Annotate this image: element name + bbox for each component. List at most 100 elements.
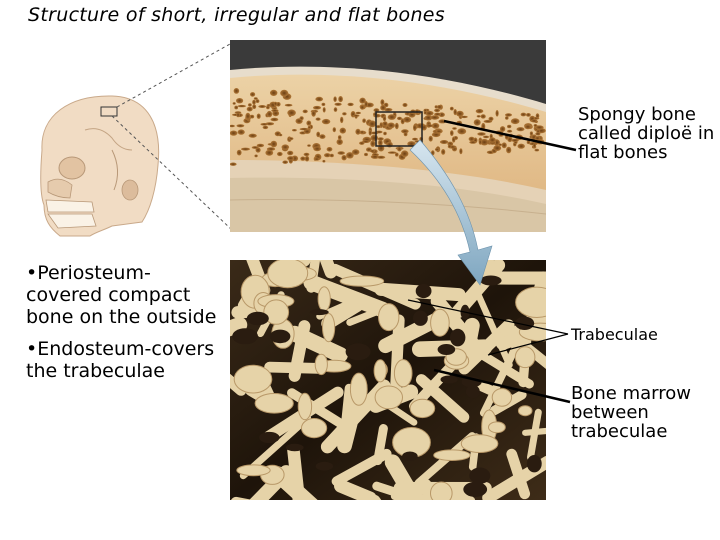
bone-pore [355,111,361,115]
bone-pore [252,104,257,109]
bone-pore [248,103,252,107]
trabecula-strut [367,494,382,500]
bone-pore [313,146,322,152]
bone-pore [332,127,336,133]
bone-pore [382,115,387,122]
bone-section-photo [230,40,546,232]
bone-pore [324,153,331,158]
bone-pore [254,154,258,158]
bone-pore [447,144,452,149]
bone-pore [460,115,468,119]
bone-pore [453,109,457,116]
trabecula-strut [334,479,377,500]
bone-pore [510,118,520,125]
bone-pore [251,146,259,149]
trabecula-strut [319,260,337,279]
bone-pore [337,151,345,155]
trabecula-strut [373,424,388,466]
bone-pore [435,129,443,133]
zoom-line-top [116,43,231,108]
bone-pore [359,97,366,104]
bone-pore [507,124,512,129]
bone-pore [255,99,260,103]
bone-pore [360,104,365,110]
trabecula-node [373,359,387,383]
bone-pore [236,149,242,156]
trabecula-node [297,392,313,421]
bone-pore [236,98,244,104]
bone-pore [352,114,360,117]
bone-pore [280,89,289,97]
bone-pore [355,128,361,135]
bone-pore [352,149,360,155]
bone-pore [520,112,527,117]
bone-pore [342,112,347,116]
bone-pore [256,113,261,119]
bone-pore [359,141,365,145]
bone-pore [299,116,304,121]
bone-pore [333,107,338,112]
trabecula-node [378,303,400,332]
bone-pore [524,124,532,130]
bone-pore [307,144,311,147]
bone-pore [271,109,279,113]
trabecula-node [393,359,413,388]
bone-pore [364,152,368,157]
bone-pore [315,117,321,121]
bone-pore [394,122,399,130]
zoom-arrow [409,139,493,286]
bone-pore [278,133,283,137]
bone-pore [347,102,354,107]
bone-pore [473,119,481,126]
bone-pore [412,137,418,141]
bone-pore [439,140,449,144]
bone-pore [376,155,386,159]
bone-pore [431,132,441,138]
bone-pore [307,125,312,129]
bone-pore [533,142,536,149]
trabecula-strut [481,260,496,279]
bone-pore [256,143,265,148]
trabeculae-photo [230,260,546,500]
marrow-space [259,431,280,444]
trabecula-node [430,481,453,500]
marrow-space [450,328,466,347]
marrow-space [269,329,291,344]
bone-pore [337,135,342,140]
bone-pore [248,133,257,138]
bone-pore [483,119,493,123]
bone-pore [495,110,499,117]
trabecula-node [433,449,471,462]
bone-pore [270,117,279,122]
bone-pore [303,129,311,134]
bone-pore [326,147,333,152]
marrow-space [413,310,428,326]
bone-pore [371,153,379,157]
trabecula-node [517,405,533,417]
bullet-list: •Periosteum-covered compact bone on the … [26,262,226,392]
trabecula-strut [320,379,391,454]
bone-pore [380,99,385,106]
bone-pore [311,110,316,117]
trabecula-strut [527,408,542,461]
bone-pore [505,116,509,120]
bone-pore [480,114,486,119]
bone-pore [300,156,306,161]
bone-pore [401,129,409,134]
bone-pore [237,129,245,135]
trabecula-strut [378,311,447,354]
bone-pore [322,159,326,163]
bone-pore [397,116,402,121]
trabecula-node [254,393,294,414]
trabecula-node [322,313,336,343]
bone-pore [334,102,342,106]
bone-pore [511,138,519,142]
bone-pore [292,129,297,132]
bone-pore [237,104,246,108]
leader-marrow [433,368,571,404]
trabecula-node [514,346,536,369]
bone-pore [288,137,294,141]
bone-pore [313,105,321,110]
bone-pore [481,122,486,130]
trabecula-node [515,286,546,318]
